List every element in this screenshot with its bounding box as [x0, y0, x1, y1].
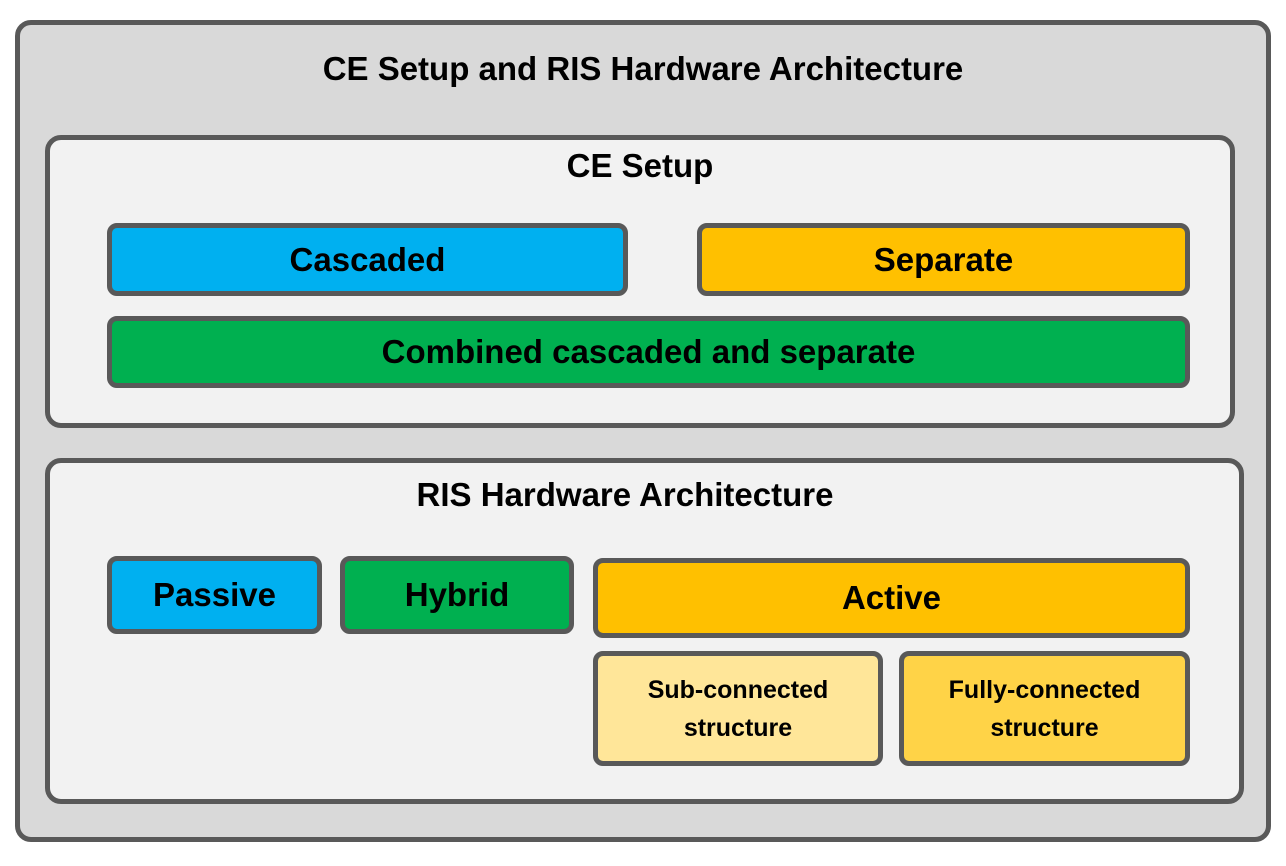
- ris-hardware-title: RIS Hardware Architecture: [416, 476, 834, 513]
- combined-box: Combined cascaded and separate: [107, 316, 1190, 388]
- passive-box: Passive: [107, 556, 322, 634]
- cascaded-box: Cascaded: [107, 223, 628, 296]
- diagram-title: CE Setup and RIS Hardware Architecture: [322, 50, 964, 87]
- ce-setup-title: CE Setup: [566, 147, 714, 184]
- fully-connected-box: Fully-connected structure: [899, 651, 1190, 766]
- hybrid-box: Hybrid: [340, 556, 574, 634]
- sub-connected-box: Sub-connected structure: [593, 651, 883, 766]
- active-box: Active: [593, 558, 1190, 638]
- separate-box: Separate: [697, 223, 1190, 296]
